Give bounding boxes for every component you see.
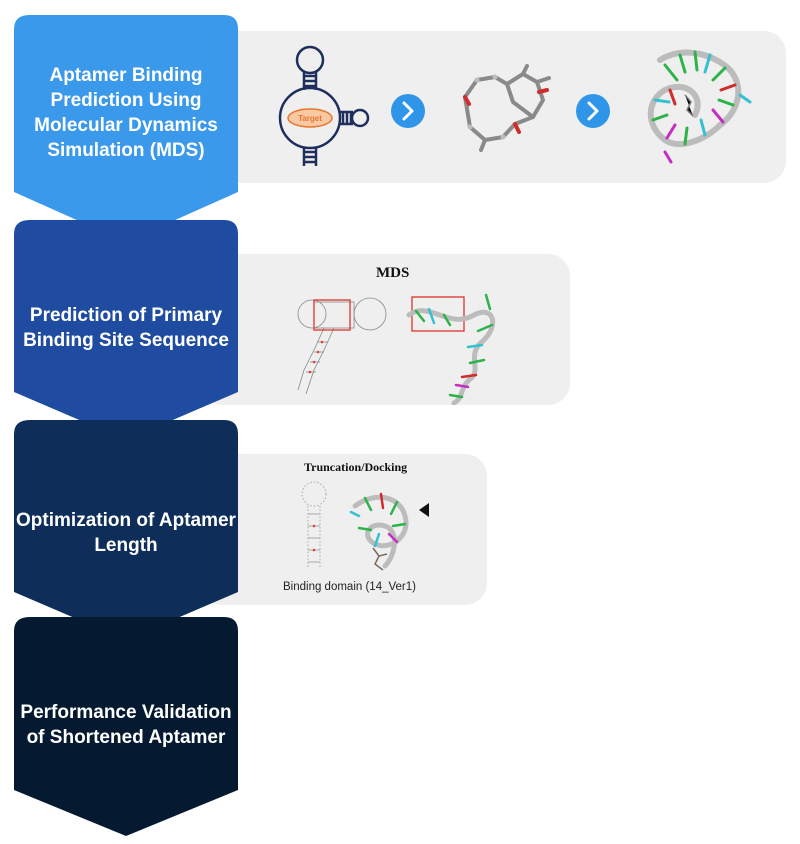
step-3-panel (200, 454, 487, 605)
molecule-structure-illustration (463, 64, 551, 152)
chevron-right-icon (391, 94, 425, 128)
step-1-chevron (14, 15, 238, 242)
aptamer-hairpin-illustration: Target (278, 45, 370, 166)
step-2-chevron (14, 220, 238, 440)
target-label: Target (298, 114, 322, 123)
aptamer-3d-structure-illustration (647, 49, 752, 164)
mds-helix-structure-illustration (406, 293, 496, 405)
panel-3-title: Truncation/Docking (304, 460, 408, 474)
step-2-label: Prediction of Primary Binding Site Seque… (23, 304, 229, 351)
secondary-structure-diagram (297, 297, 387, 395)
panel-3-caption: Binding domain (14_Ver1) (283, 581, 416, 593)
step-1-label: Aptamer Binding Prediction Using Molecul… (34, 65, 218, 161)
step-3-chevron (14, 420, 238, 640)
chevron-right-icon (576, 94, 610, 128)
docking-structure-illustration (349, 492, 429, 571)
step-2-panel (200, 254, 570, 405)
step-3-label: Optimization of Aptamer Length (16, 510, 236, 556)
truncated-secondary-structure-diagram (301, 481, 327, 568)
step-4-label: Performance Validation of Shortened Apta… (20, 702, 232, 748)
step-4-chevron (14, 617, 238, 836)
panel-2-title: MDS (376, 265, 410, 281)
